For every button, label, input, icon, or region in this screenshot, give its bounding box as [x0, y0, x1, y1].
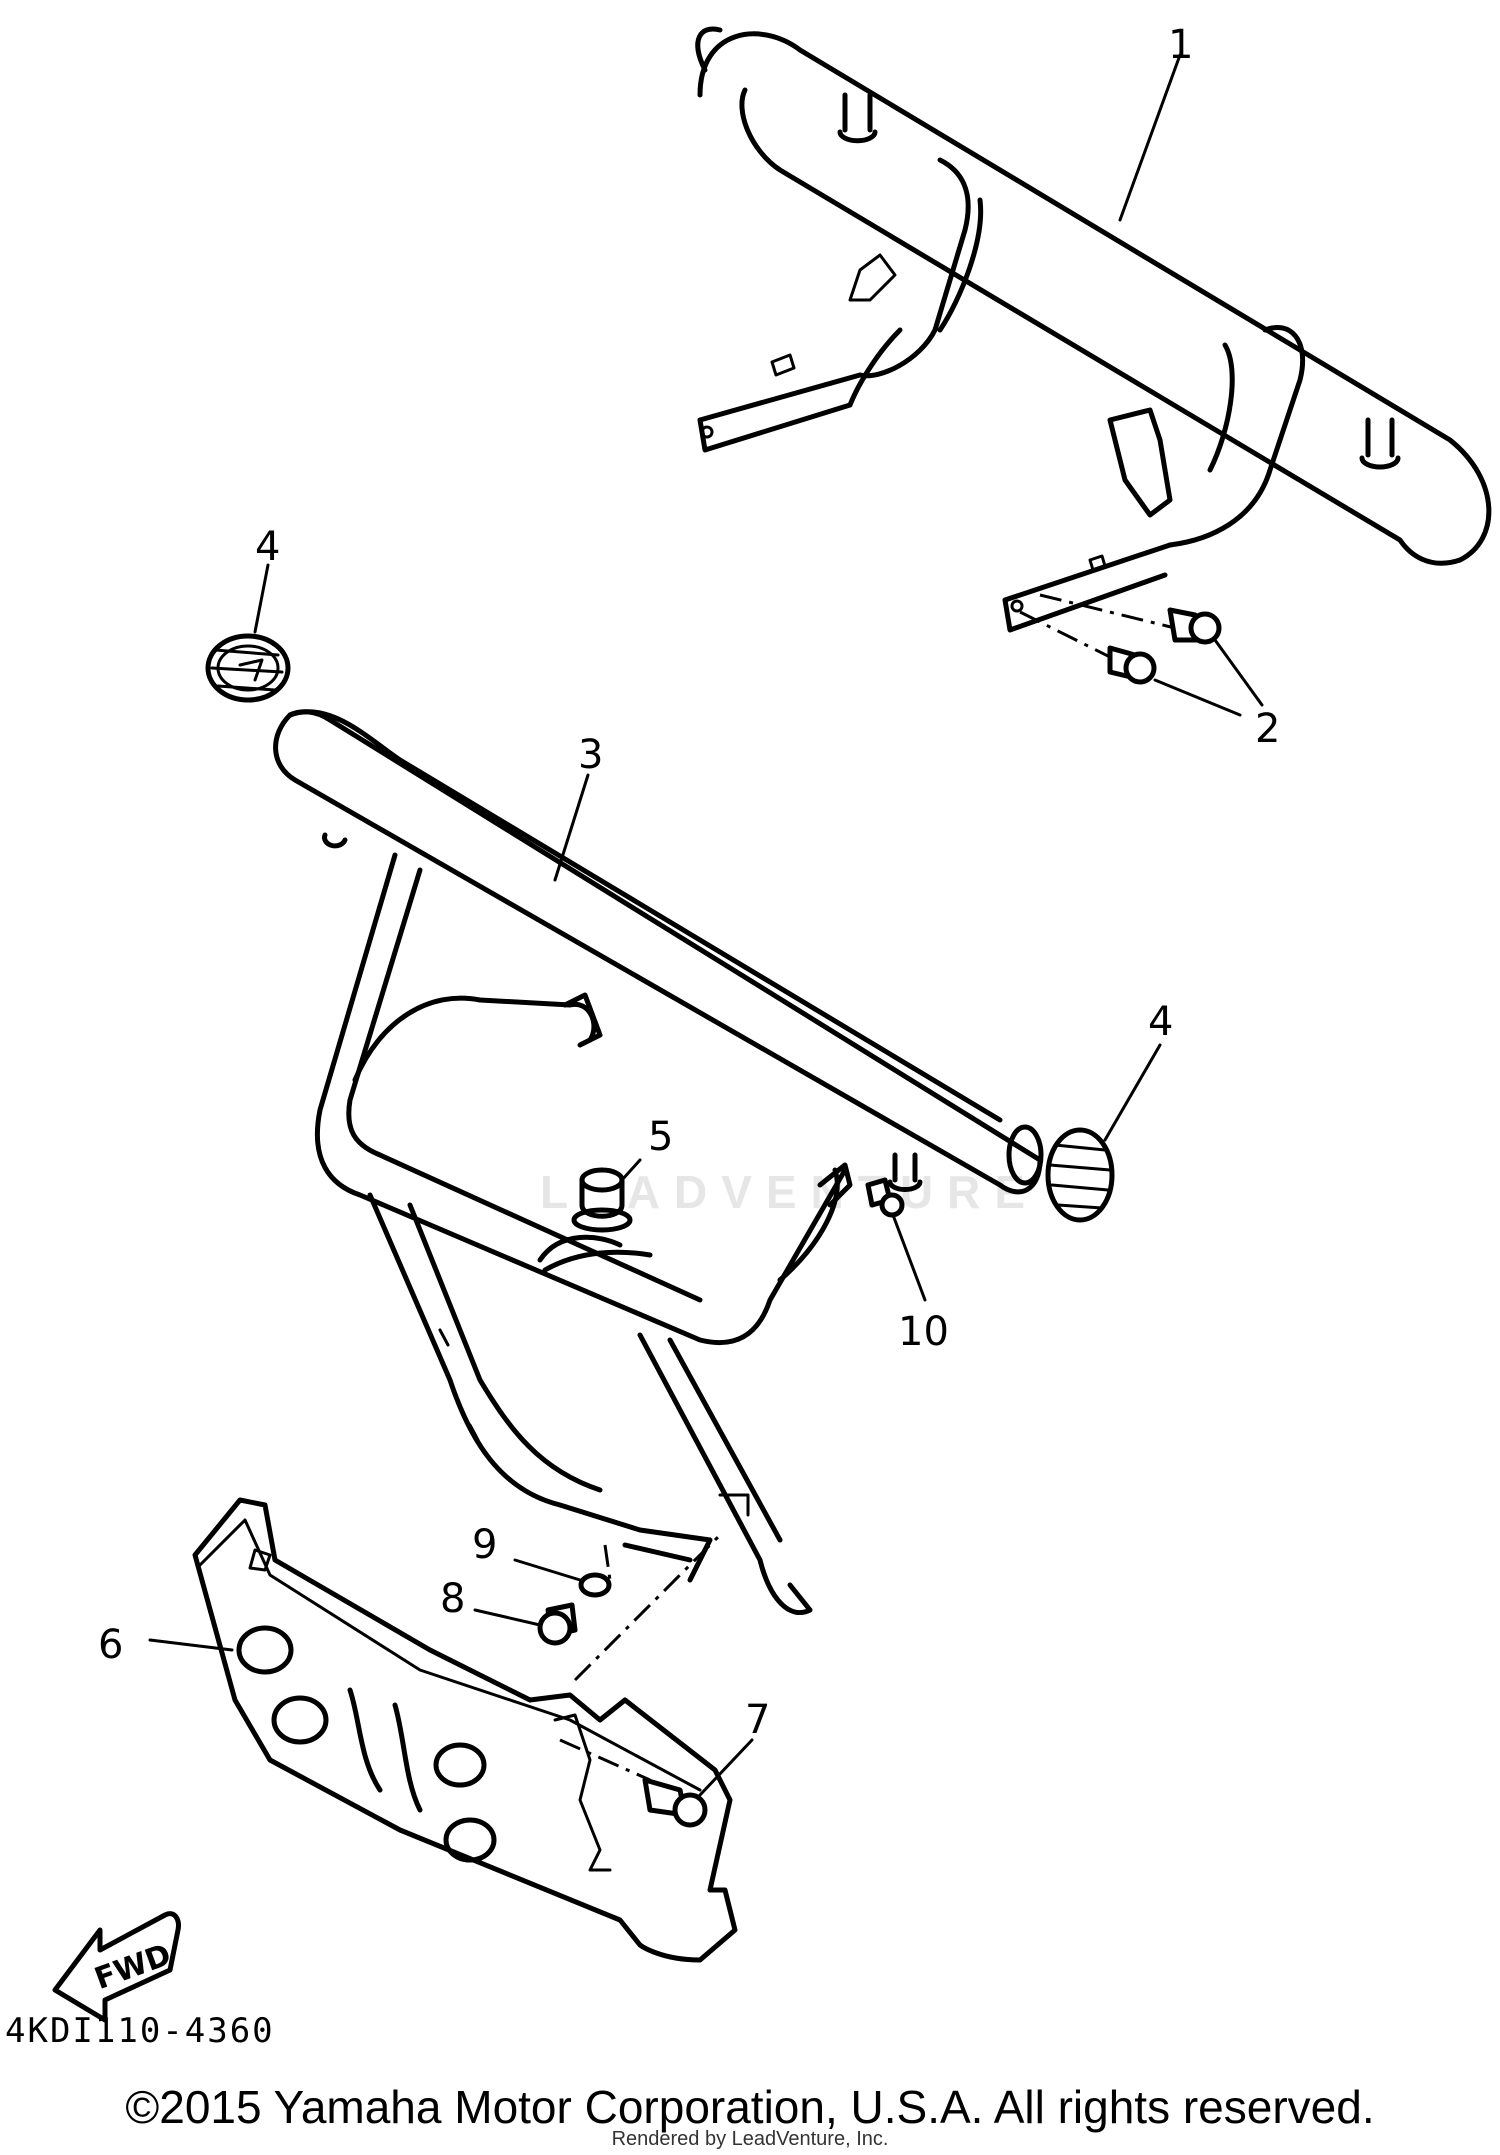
- callout-5: 5: [648, 1114, 673, 1160]
- part-2-bolts: [1019, 593, 1264, 717]
- part-4-plug-left: [205, 563, 291, 703]
- callout-2: 2: [1255, 706, 1280, 752]
- callout-7: 7: [745, 1697, 770, 1743]
- part-7-bolt: [559, 1533, 754, 1828]
- callout-4-upper: 4: [255, 524, 280, 570]
- rendered-by-text: Rendered by LeadVenture, Inc.: [611, 2128, 889, 2150]
- part-6-skid-plate: [148, 1497, 738, 1963]
- callout-9: 9: [472, 1522, 497, 1568]
- part-10-screw: [817, 1162, 927, 1302]
- part-9-washer: [513, 1544, 612, 1598]
- callout-8: 8: [440, 1576, 465, 1622]
- callout-10: 10: [898, 1309, 949, 1355]
- part-code: 4KDI110-4360: [5, 2011, 275, 2051]
- callout-6: 6: [98, 1622, 123, 1668]
- callout-3: 3: [578, 732, 603, 778]
- fwd-arrow-icon: FWD: [52, 1911, 181, 2023]
- part-1-rear-guard: [695, 26, 1492, 633]
- part-4-plug-right: [1045, 1043, 1162, 1223]
- callout-1: 1: [1168, 22, 1193, 68]
- callout-4-right: 4: [1148, 999, 1173, 1045]
- part-5-grommet: [537, 1158, 642, 1263]
- part-8-bolt: [473, 1602, 578, 1646]
- part-3-front-guard: [273, 709, 1044, 1615]
- copyright-text: ©2015 Yamaha Motor Corporation, U.S.A. A…: [125, 2081, 1375, 2133]
